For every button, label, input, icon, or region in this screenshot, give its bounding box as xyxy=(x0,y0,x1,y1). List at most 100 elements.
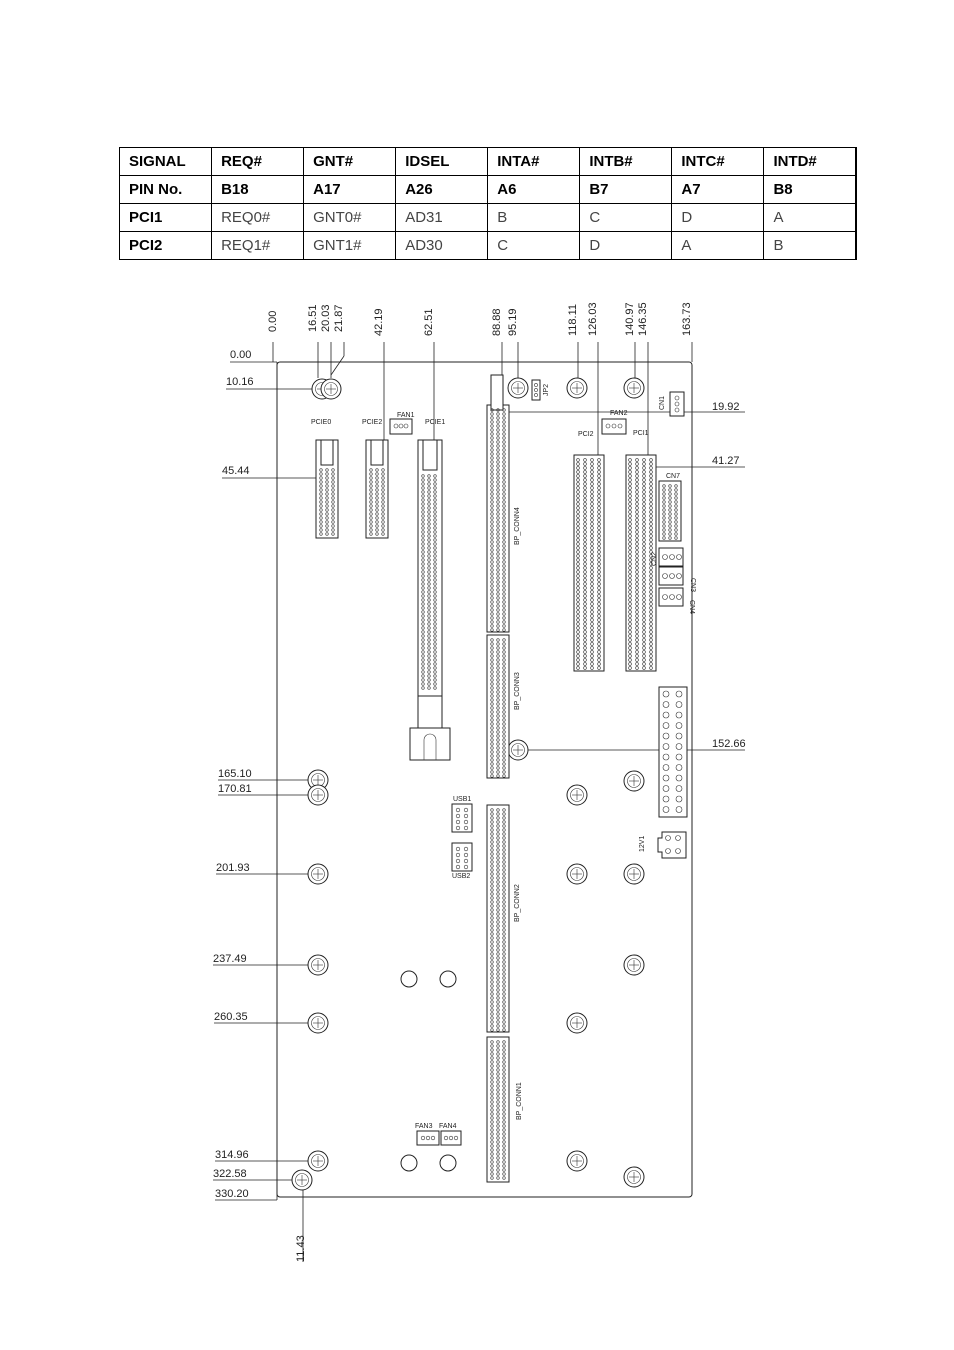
connector-pin xyxy=(502,734,506,738)
dim-label-left: 314.96 xyxy=(215,1149,249,1161)
connector-pin xyxy=(490,924,494,928)
connector-pin xyxy=(635,522,639,526)
connector-pin xyxy=(496,702,500,706)
connector-pin xyxy=(590,642,594,646)
connector-pin xyxy=(642,526,646,530)
connector-pin xyxy=(642,530,646,534)
table-cell: REQ1# xyxy=(211,231,305,260)
connector-pin xyxy=(675,690,683,698)
connector-pin xyxy=(502,1104,506,1108)
connector-pin xyxy=(490,608,494,612)
connector-pin xyxy=(642,502,646,506)
connector-pin xyxy=(576,466,580,470)
connector-pin xyxy=(502,992,506,996)
connector-pin xyxy=(502,750,506,754)
connector-pin xyxy=(490,702,494,706)
connector-pin xyxy=(583,490,587,494)
connector-pin xyxy=(433,502,437,506)
connector-pin xyxy=(502,552,506,556)
connector-pin xyxy=(502,714,506,718)
connector-pin xyxy=(490,1044,494,1048)
connector-pin xyxy=(375,520,379,524)
connector-pin xyxy=(590,534,594,538)
pci-signal-table: SIGNAL REQ# GNT# IDSEL INTA# INTB# INTC#… xyxy=(118,147,857,260)
connector-pin xyxy=(649,586,653,590)
connector-pin xyxy=(427,646,431,650)
connector-pin xyxy=(649,550,653,554)
connector-pin xyxy=(496,690,500,694)
connector-pin xyxy=(576,602,580,606)
connector-pin xyxy=(649,606,653,610)
connector-pin xyxy=(635,574,639,578)
connector-pin xyxy=(576,654,580,658)
connector-pin xyxy=(319,504,323,508)
connector-pin xyxy=(490,492,494,496)
connector-pin xyxy=(590,610,594,614)
connector-pin xyxy=(496,964,500,968)
connector-pin xyxy=(375,484,379,488)
connector-pin xyxy=(490,646,494,650)
connector-pin xyxy=(490,1164,494,1168)
connector-pin xyxy=(668,536,672,540)
connector-pin xyxy=(635,566,639,570)
dim-label-left: 260.35 xyxy=(214,1011,248,1023)
connector-pin xyxy=(502,460,506,464)
dim-label-top: 42.19 xyxy=(373,308,385,336)
connector-pin xyxy=(502,706,506,710)
connector-pin xyxy=(325,476,329,480)
mounting-hole xyxy=(566,377,588,399)
connector-pin xyxy=(502,1176,506,1180)
dim-label-left: 165.10 xyxy=(218,768,252,780)
connector-pin xyxy=(490,1040,494,1044)
connector-pin xyxy=(490,420,494,424)
connector-pin xyxy=(325,500,329,504)
connector-pin xyxy=(433,550,437,554)
connector-pin xyxy=(597,518,601,522)
connector-pin xyxy=(490,1096,494,1100)
connector-pin xyxy=(502,468,506,472)
connector-pin xyxy=(490,1148,494,1152)
connector-pin xyxy=(502,730,506,734)
connector-pin xyxy=(421,598,425,602)
mounting-hole-inner xyxy=(570,788,584,802)
connector-pin xyxy=(375,504,379,508)
connector-pin xyxy=(576,662,580,666)
connector-pin xyxy=(583,582,587,586)
connector-pin xyxy=(642,550,646,554)
connector-pin xyxy=(576,574,580,578)
connector-pin xyxy=(576,490,580,494)
connector-pin xyxy=(502,596,506,600)
connector-pin xyxy=(421,502,425,506)
connector-pin xyxy=(502,738,506,742)
connector-pin xyxy=(583,530,587,534)
connector-pin xyxy=(496,872,500,876)
connector-pin xyxy=(628,478,632,482)
connector-pin xyxy=(590,566,594,570)
connector-pin xyxy=(433,546,437,550)
connector-pin xyxy=(381,520,385,524)
connector-pin xyxy=(496,1040,500,1044)
connector-pin xyxy=(502,896,506,900)
connector-pin xyxy=(674,508,678,512)
connector-pin xyxy=(421,678,425,682)
connector-pin xyxy=(496,968,500,972)
mounting-hole-inner xyxy=(627,774,641,788)
connector-pin xyxy=(590,462,594,466)
connector-pin xyxy=(427,554,431,558)
mounting-hole-inner xyxy=(295,1173,309,1187)
mounting-hole-inner xyxy=(311,958,325,972)
connector-pin xyxy=(496,592,500,596)
connector-pin xyxy=(502,916,506,920)
connector-pin xyxy=(583,458,587,462)
connector-pin xyxy=(496,1060,500,1064)
connector-pin xyxy=(496,876,500,880)
connector-pin xyxy=(502,678,506,682)
connector-pin xyxy=(319,476,323,480)
connector-pin xyxy=(597,550,601,554)
connector-pin xyxy=(576,518,580,522)
connector-pin xyxy=(319,500,323,504)
connector-pin xyxy=(583,518,587,522)
connector-pin xyxy=(649,566,653,570)
connector-pin xyxy=(496,816,500,820)
connector-pin xyxy=(590,518,594,522)
